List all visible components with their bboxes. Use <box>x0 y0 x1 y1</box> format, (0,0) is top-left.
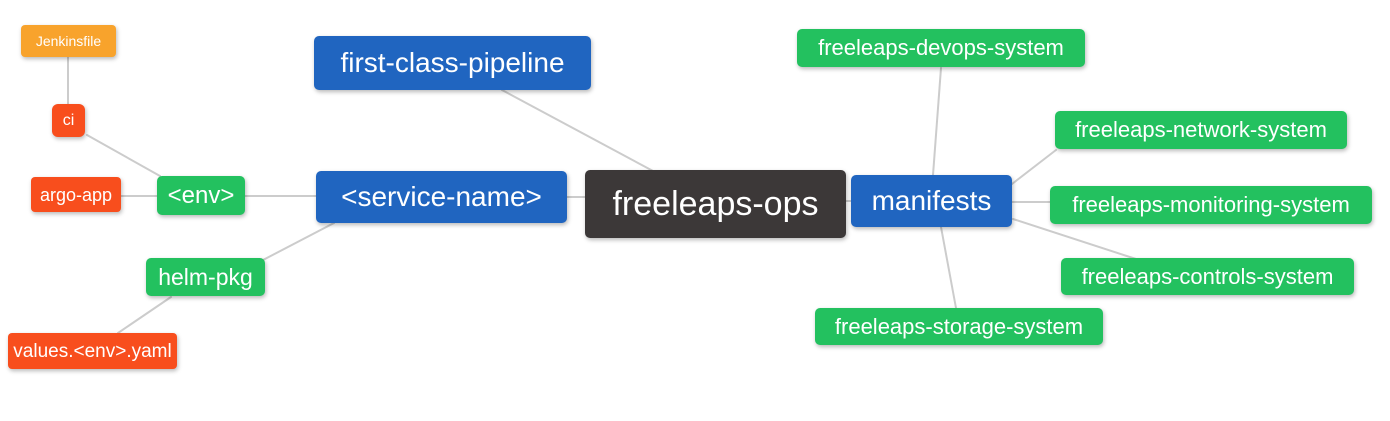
edge-manifests-controls-system <box>1012 218 1137 260</box>
node-freeleaps-ops-root[interactable]: freeleaps-ops <box>585 170 846 238</box>
node-storage-system[interactable]: freeleaps-storage-system <box>815 308 1103 345</box>
edge-service-name-helm-pkg <box>262 222 335 261</box>
edge-manifests-network-system <box>1011 149 1057 185</box>
edge-ops-first-class-pipeline <box>501 89 654 172</box>
node-first-class-pipeline[interactable]: first-class-pipeline <box>314 36 591 90</box>
node-devops-system[interactable]: freeleaps-devops-system <box>797 29 1085 67</box>
edge-manifests-storage-system <box>940 226 957 309</box>
edge-manifests-devops-system <box>932 67 942 176</box>
node-network-system[interactable]: freeleaps-network-system <box>1055 111 1347 149</box>
node-manifests[interactable]: manifests <box>851 175 1012 227</box>
node-helm-pkg[interactable]: helm-pkg <box>146 258 265 296</box>
node-env[interactable]: <env> <box>157 176 245 215</box>
node-service-name[interactable]: <service-name> <box>316 171 567 223</box>
node-monitoring-system[interactable]: freeleaps-monitoring-system <box>1050 186 1372 224</box>
edge-env-ci <box>86 134 161 177</box>
node-argo-app[interactable]: argo-app <box>31 177 121 212</box>
node-ci[interactable]: ci <box>52 104 85 137</box>
edge-helm-pkg-values-env-yaml <box>117 296 172 334</box>
node-controls-system[interactable]: freeleaps-controls-system <box>1061 258 1354 295</box>
node-jenkinsfile[interactable]: Jenkinsfile <box>21 25 116 57</box>
node-values-env-yaml[interactable]: values.<env>.yaml <box>8 333 177 369</box>
